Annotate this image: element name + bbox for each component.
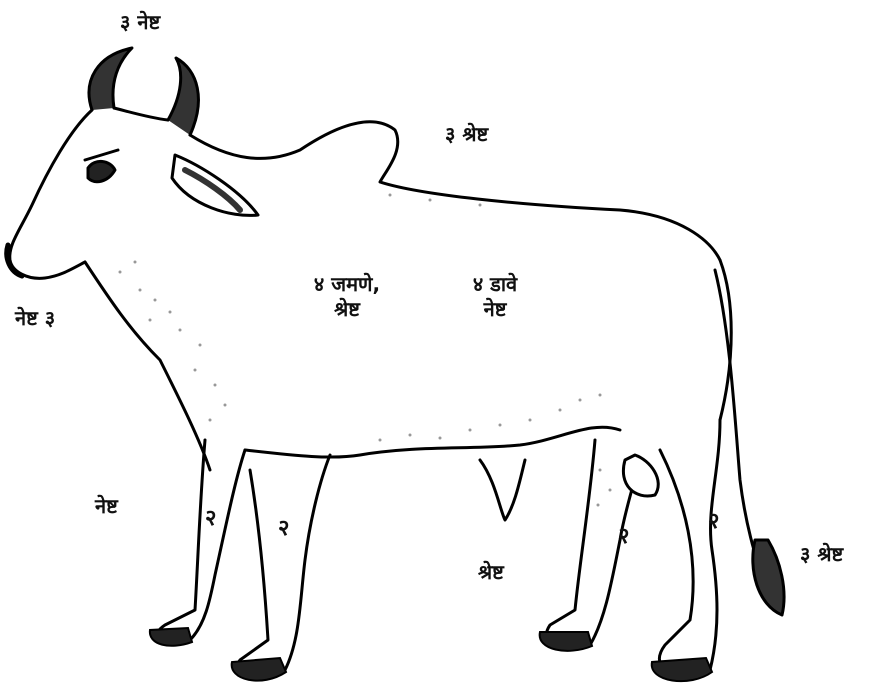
front-leg-right	[236, 455, 330, 677]
leg-mark-front-right: २	[278, 512, 289, 542]
leg-mark-hind-right: २	[708, 505, 719, 535]
label-horns: ३ नेष्ट	[120, 10, 160, 35]
belly	[245, 427, 620, 457]
label-sheath: श्रेष्ट	[478, 560, 504, 585]
front-leg-left	[157, 440, 245, 641]
hoof-hind-left	[540, 632, 592, 651]
label-hump: ३ श्रेष्ट	[445, 122, 488, 147]
dewlap	[85, 262, 210, 470]
eye	[88, 161, 115, 181]
leg-mark-hind-left: २	[618, 520, 629, 550]
label-front-leg: नेष्ट	[95, 494, 118, 519]
label-tail: ३ श्रेष्ट	[800, 542, 843, 567]
label-left-side: ४ डावे नेष्ट	[440, 272, 550, 322]
label-muzzle: नेष्ट ३	[15, 306, 55, 331]
scrotum	[623, 455, 658, 496]
tail-tuft	[753, 540, 784, 615]
hoof-front-left	[150, 628, 192, 646]
right-horn	[168, 58, 198, 135]
left-horn	[89, 48, 132, 110]
label-right-side-line2: श्रेष्ट	[282, 297, 412, 322]
sheath	[480, 460, 525, 520]
brow	[85, 150, 118, 160]
label-right-side: ४ जमणे, श्रेष्ट	[282, 272, 412, 322]
label-left-side-line2: नेष्ट	[440, 297, 550, 322]
tail	[715, 270, 765, 580]
hind-leg-right	[659, 420, 720, 673]
leg-mark-front-left: २	[205, 502, 216, 532]
forehead	[114, 108, 168, 120]
rump	[720, 260, 731, 420]
hoof-front-right	[232, 658, 286, 681]
head-outline	[10, 110, 92, 278]
label-left-side-line1: ४ डावे	[440, 272, 550, 297]
label-right-side-line1: ४ जमणे,	[282, 272, 412, 297]
hoof-hind-right	[652, 658, 712, 681]
